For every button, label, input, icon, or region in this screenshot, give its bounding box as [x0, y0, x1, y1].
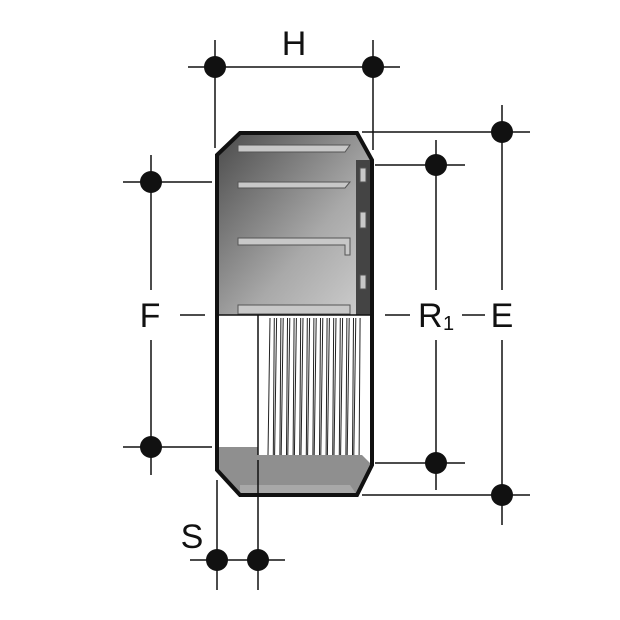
dimension-dots	[140, 56, 513, 571]
cap-outline	[215, 131, 374, 497]
thread-line	[307, 317, 315, 463]
thread-line	[320, 317, 328, 463]
label-r: R	[418, 297, 443, 335]
thread-line	[267, 317, 275, 463]
internal-thread	[267, 317, 361, 463]
label-r-subscript: 1	[443, 313, 454, 335]
thread-line	[287, 317, 295, 463]
thread-line	[353, 317, 361, 463]
thread-line	[293, 317, 302, 463]
thread-line	[333, 317, 341, 463]
thread-line	[346, 317, 354, 463]
thread-line	[340, 317, 348, 463]
thread-line	[300, 317, 308, 463]
cap-upper-section	[217, 133, 372, 315]
label-h: H	[282, 25, 307, 63]
label-s: S	[181, 518, 204, 556]
thread-line	[280, 317, 288, 463]
thread-line	[274, 317, 282, 463]
thread-line	[326, 317, 335, 463]
label-f: F	[140, 297, 161, 335]
label-e: E	[491, 297, 514, 335]
thread-line	[313, 317, 321, 463]
cap-bottom-section	[217, 447, 372, 495]
